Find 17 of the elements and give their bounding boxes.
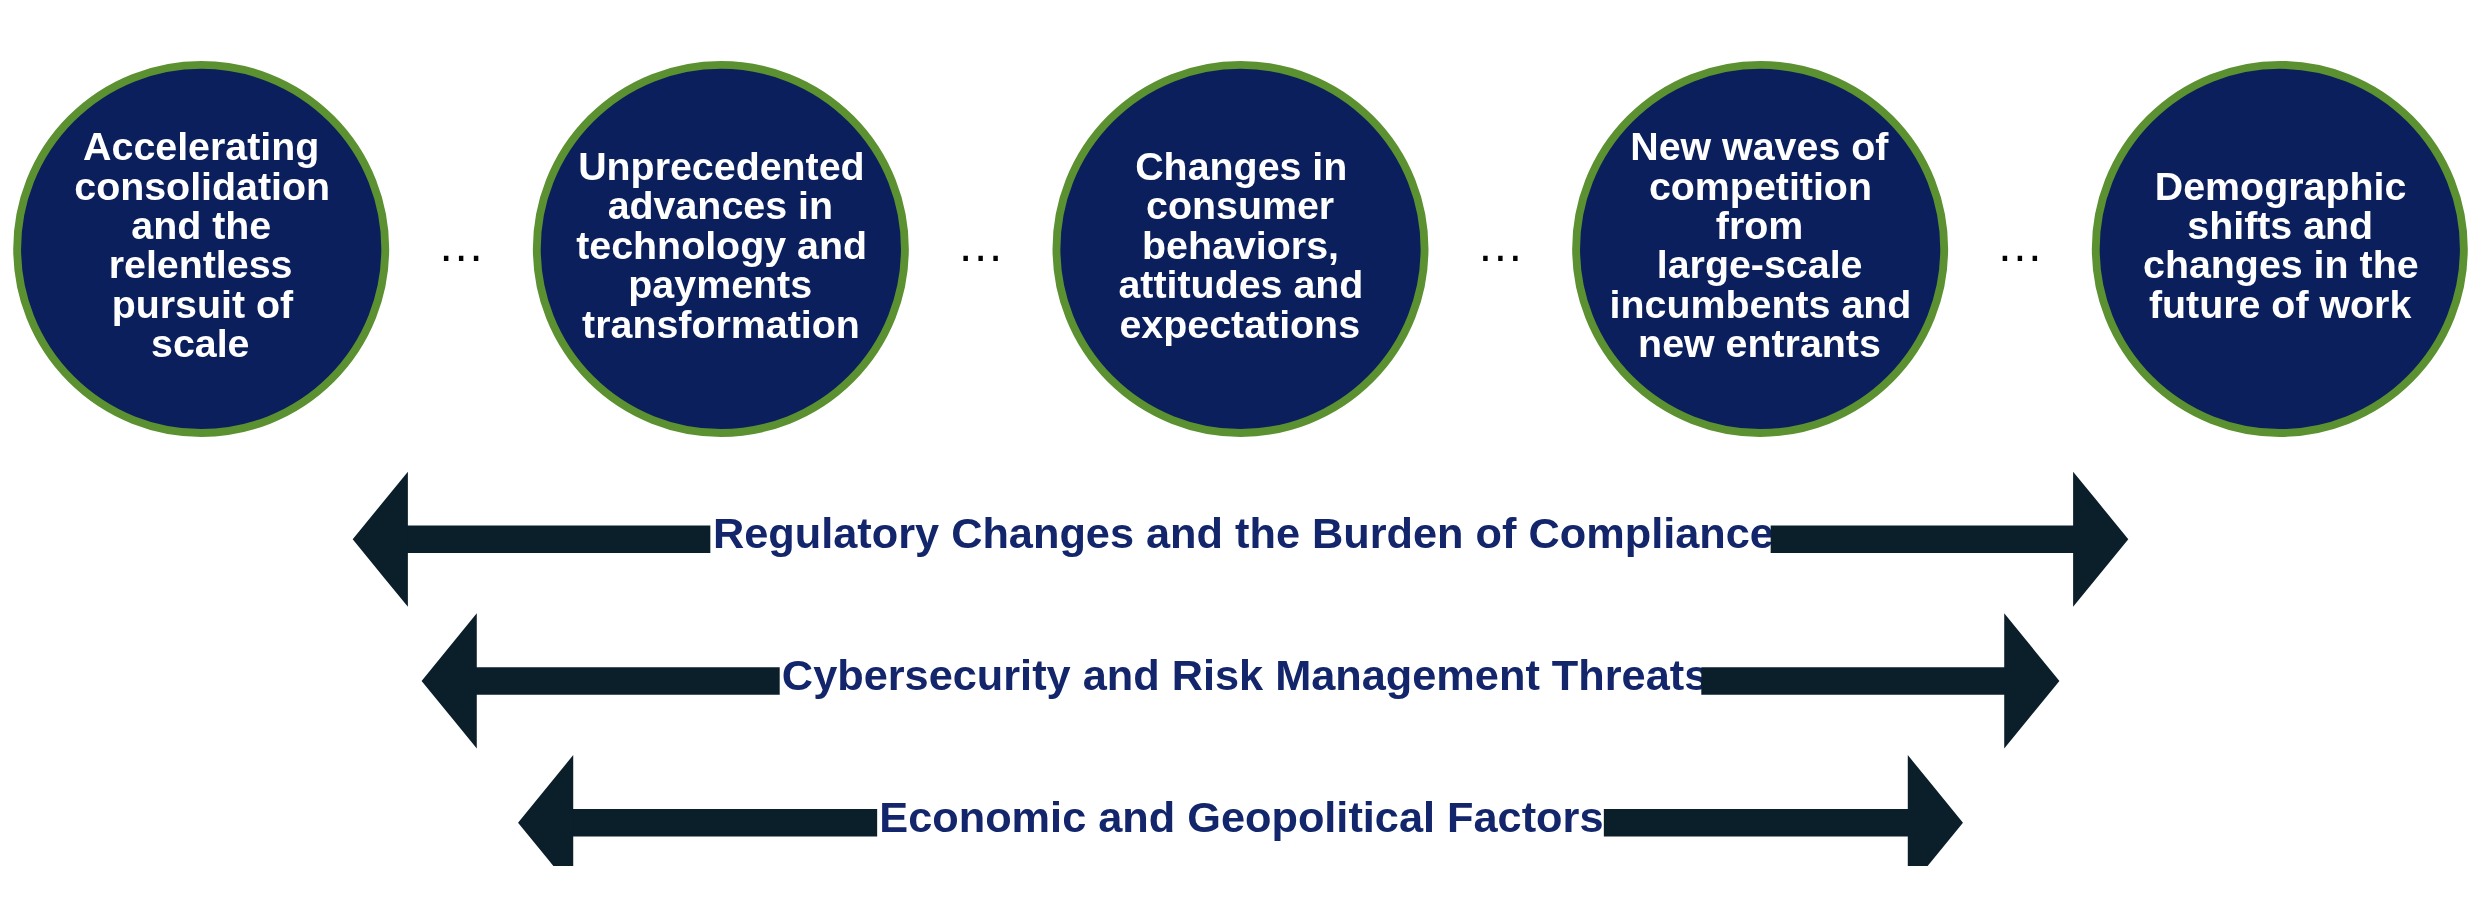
node-circle: New waves of competition from large-scale incumbents and new entrants: [1572, 60, 1949, 437]
node-text: Economic and Geopolitical Factors: [879, 792, 1604, 841]
arrow: [421, 613, 780, 749]
node-text: Regulatory Changes and the Burden of Compliance: [712, 509, 1774, 558]
label: …: [1996, 218, 2044, 272]
arrow: [1770, 471, 2129, 607]
arrow: [518, 755, 878, 866]
label: …: [957, 218, 1005, 272]
arrow: [1701, 613, 2060, 749]
node-circle: Unprecedented advances in technology and payments transformation: [532, 60, 909, 437]
node-circle: Changes in consumer behaviors, attitudes and expectations: [1052, 60, 1429, 437]
node-circle: Accelerating consolidation and the relentless pursuit of scale: [13, 60, 390, 437]
arrow: [1603, 755, 1963, 866]
label: …: [1476, 218, 1524, 272]
node-circle: Demographic shifts and changes in the future of work: [2091, 60, 2468, 437]
arrow: [352, 471, 711, 607]
label: …: [437, 218, 485, 272]
